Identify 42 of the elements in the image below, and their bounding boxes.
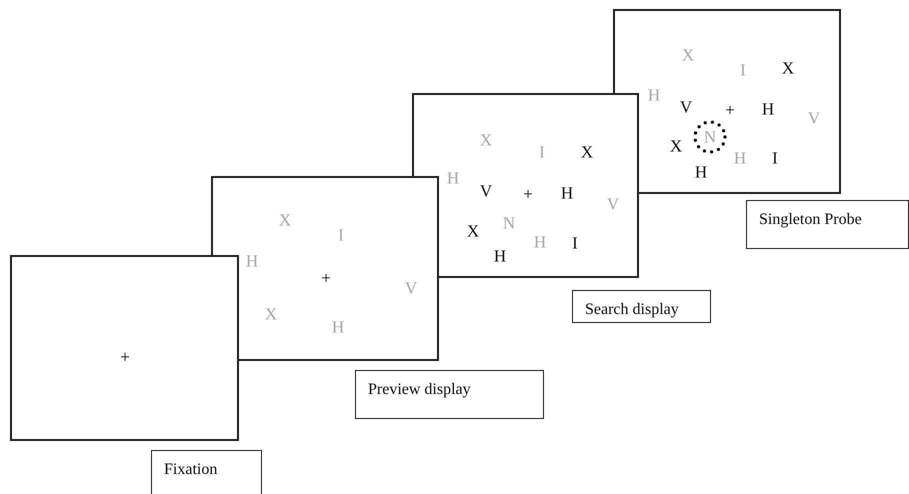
stimulus-letter: H <box>534 234 546 250</box>
stimulus-letter: X <box>480 132 492 148</box>
display-label: Search display <box>572 290 711 323</box>
stimulus-letter: I <box>572 234 578 252</box>
stimulus-letter: H <box>734 150 746 166</box>
stimulus-letter: X <box>278 212 292 228</box>
stimulus-letter: H <box>762 100 774 118</box>
display-screen <box>412 93 639 278</box>
display-label: Singleton Probe <box>746 200 909 249</box>
stimulus-letter: X <box>580 144 594 160</box>
stimulus-letter: X <box>466 222 480 240</box>
stimulus-letter: H <box>332 318 344 336</box>
stimulus-letter: N <box>704 128 716 146</box>
stimulus-letter: H <box>446 170 460 186</box>
stimulus-letter: + <box>523 186 533 202</box>
stimulus-letter: H <box>494 248 506 264</box>
stimulus-letter: N <box>502 214 516 232</box>
stimulus-letter: I <box>772 150 778 166</box>
fixation-cross: + <box>120 348 130 366</box>
stimulus-letter: H <box>694 164 708 180</box>
display-label: Preview display <box>355 370 544 419</box>
stimulus-letter: + <box>725 102 735 118</box>
stimulus-letter: V <box>404 280 418 296</box>
stimulus-letter: V <box>480 182 492 200</box>
stimulus-letter: H <box>246 252 258 270</box>
stimulus-letter: H <box>648 86 660 104</box>
stimulus-letter: + <box>321 270 331 286</box>
display-label: Fixation <box>151 450 262 494</box>
stimulus-letter: H <box>560 184 574 202</box>
stimulus-letter: X <box>682 46 694 64</box>
stimulus-letter: V <box>680 98 692 116</box>
stimulus-letter: X <box>670 138 682 154</box>
stimulus-letter: I <box>539 144 545 160</box>
display-screen <box>10 255 239 441</box>
display-screen <box>211 176 439 361</box>
stimulus-letter: X <box>264 306 278 322</box>
stimulus-letter: V <box>606 196 620 212</box>
stimulus-letter: V <box>808 110 820 126</box>
stimulus-letter: I <box>740 62 746 78</box>
stimulus-letter: X <box>782 60 794 76</box>
display-screen <box>613 9 841 194</box>
stimulus-letter: I <box>338 226 344 244</box>
